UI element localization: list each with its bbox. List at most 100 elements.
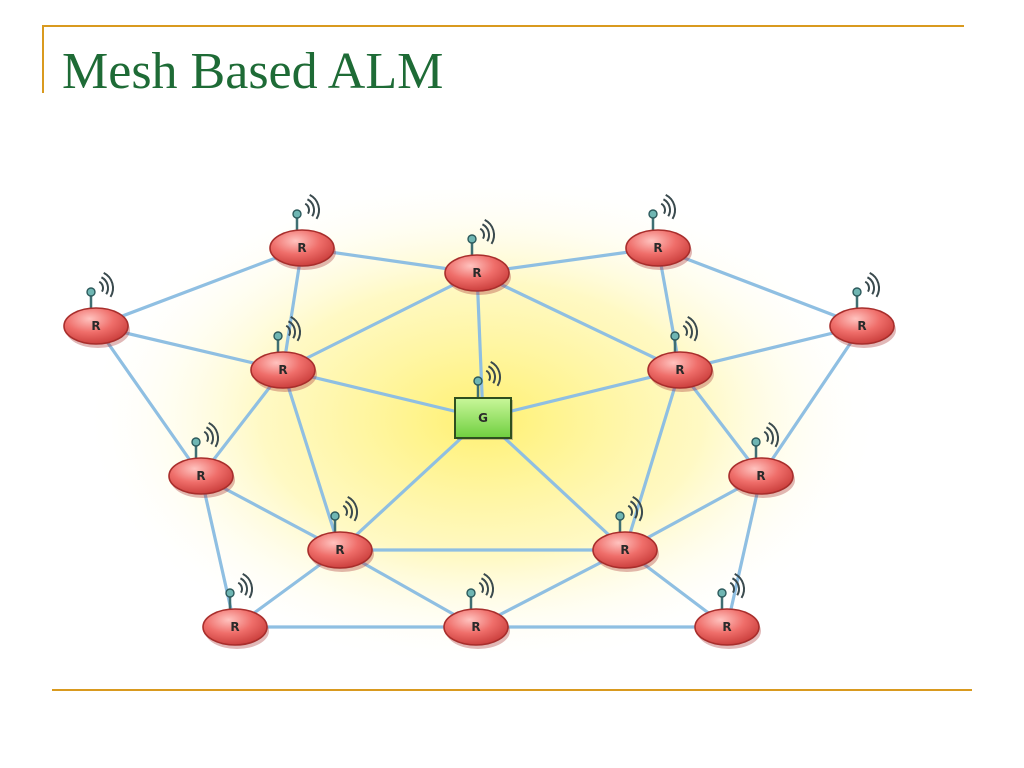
mesh-link: [281, 246, 304, 372]
antenna-icon: [717, 588, 727, 610]
router-node: R: [694, 572, 761, 649]
antenna-icon: [648, 209, 658, 231]
router-node: R: [829, 271, 896, 348]
wireless-signal-icon: [285, 315, 301, 342]
router-disc: [443, 608, 509, 646]
mesh-link: [94, 246, 304, 328]
mesh-link: [475, 271, 682, 372]
antenna-icon: [225, 588, 235, 610]
mesh-link: [94, 324, 203, 478]
mesh-link: [281, 368, 342, 552]
router-node: R: [444, 218, 511, 295]
antenna-icon: [466, 588, 476, 610]
mesh-link: [338, 416, 485, 552]
mesh-link: [725, 474, 763, 629]
mesh-link: [281, 271, 479, 372]
router-disc: [444, 254, 510, 292]
router-disc: [202, 608, 268, 646]
gateway-box: [454, 397, 512, 439]
mesh-link: [199, 368, 285, 478]
router-label: R: [620, 543, 629, 557]
mesh-link: [481, 368, 682, 420]
wireless-signal-icon: [485, 360, 501, 387]
wireless-signal-icon: [763, 421, 779, 448]
mesh-link: [281, 368, 485, 420]
router-node: R: [63, 271, 130, 348]
gateway-node: G: [454, 360, 513, 440]
router-disc: [168, 457, 234, 495]
mesh-link: [94, 324, 285, 372]
router-node: R: [443, 572, 510, 649]
wireless-signal-icon: [479, 218, 495, 245]
wireless-signal-icon: [478, 572, 494, 599]
mesh-link: [656, 246, 682, 372]
router-label: R: [756, 469, 765, 483]
router-label: R: [675, 363, 684, 377]
router-disc: [829, 307, 895, 345]
router-node: R: [625, 193, 692, 270]
antenna-icon: [191, 437, 201, 459]
router-label: R: [230, 620, 239, 634]
antenna-icon: [852, 287, 862, 309]
mesh-link: [656, 246, 864, 328]
router-node: R: [202, 572, 269, 649]
router-node: R: [269, 193, 336, 270]
router-label: R: [472, 266, 481, 280]
router-disc: [694, 608, 760, 646]
router-disc: [647, 351, 713, 389]
antenna-icon: [670, 331, 680, 353]
router-node: R: [728, 421, 795, 498]
top-rule: [42, 25, 964, 27]
mesh-link: [481, 416, 627, 552]
wireless-signal-icon: [203, 421, 219, 448]
wireless-signal-icon: [237, 572, 253, 599]
wireless-signal-icon: [682, 315, 698, 342]
gateway-label: G: [478, 411, 488, 425]
router-node: R: [592, 495, 659, 572]
router-label: R: [297, 241, 306, 255]
antenna-icon: [473, 376, 483, 398]
router-disc: [63, 307, 129, 345]
router-node: R: [168, 421, 235, 498]
antenna-icon: [467, 234, 477, 256]
router-label: R: [335, 543, 344, 557]
antenna-icon: [86, 287, 96, 309]
antenna-icon: [615, 511, 625, 533]
wireless-signal-icon: [729, 572, 745, 599]
mesh-link: [623, 368, 682, 552]
mesh-link: [678, 368, 763, 478]
router-label: R: [91, 319, 100, 333]
router-disc: [625, 229, 691, 267]
wireless-signal-icon: [304, 193, 320, 220]
bottom-rule: [52, 689, 972, 691]
router-label: R: [278, 363, 287, 377]
antenna-icon: [273, 331, 283, 353]
router-node: R: [250, 315, 317, 392]
wireless-signal-icon: [864, 271, 880, 298]
router-disc: [592, 531, 658, 569]
wireless-signal-icon: [627, 495, 643, 522]
router-label: R: [653, 241, 662, 255]
wireless-signal-icon: [98, 271, 114, 298]
router-label: R: [722, 620, 731, 634]
router-disc: [250, 351, 316, 389]
router-disc: [728, 457, 794, 495]
router-node: R: [307, 495, 374, 572]
router-disc: [269, 229, 335, 267]
mesh-link: [759, 324, 864, 478]
router-disc: [307, 531, 373, 569]
left-rule: [42, 25, 44, 93]
antenna-icon: [292, 209, 302, 231]
wireless-signal-icon: [660, 193, 676, 220]
router-node: R: [647, 315, 714, 392]
slide-title: Mesh Based ALM: [62, 43, 444, 100]
router-label: R: [471, 620, 480, 634]
antenna-icon: [751, 437, 761, 459]
antenna-icon: [330, 511, 340, 533]
wireless-signal-icon: [342, 495, 358, 522]
router-label: R: [857, 319, 866, 333]
mesh-link: [475, 271, 485, 420]
router-label: R: [196, 469, 205, 483]
mesh-link: [474, 548, 627, 629]
